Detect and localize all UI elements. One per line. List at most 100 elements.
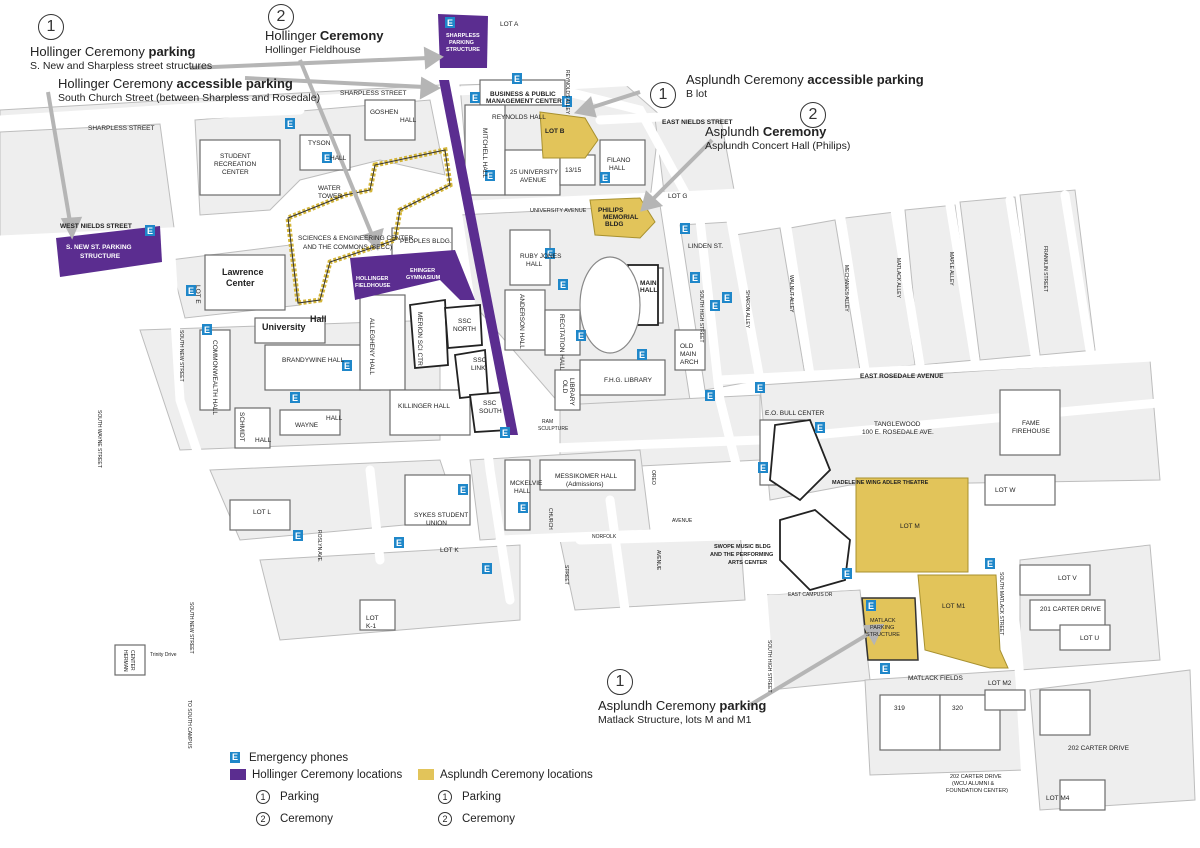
- emergency-phone-icon: E: [186, 285, 196, 296]
- label-herman: CENTER: [129, 650, 135, 671]
- label-tyson-hall: HALL: [330, 155, 347, 162]
- label-matlack-structure: PARKING: [870, 625, 894, 631]
- emergency-phone-icon: E: [230, 752, 240, 764]
- legend-hollinger-parking: 1 Parking: [256, 790, 319, 804]
- asplundh-ceremony-number-2: 2: [800, 102, 826, 128]
- svg-text:E: E: [396, 538, 402, 548]
- lot-b[interactable]: [539, 111, 599, 159]
- label-brandywine: BRANDYWINE HALL: [282, 357, 345, 364]
- label-lot-k1: K-1: [366, 623, 377, 630]
- hollinger-swatch: [230, 769, 246, 781]
- label-fhg: F.H.G. LIBRARY: [604, 377, 653, 384]
- emergency-phone-icon: E: [293, 530, 303, 541]
- label-street-walnut: STREET: [563, 565, 569, 585]
- number-circle-icon: 1: [256, 790, 270, 804]
- label-ssc-north: NORTH: [453, 326, 476, 333]
- callout-title-bold: accessible parking: [176, 76, 293, 91]
- label-mckelvie: MCKELVIE: [510, 480, 543, 487]
- matlack-parking-structure[interactable]: [861, 597, 919, 661]
- lot-m[interactable]: [855, 477, 969, 573]
- legend-label: Parking: [280, 791, 319, 804]
- label-peoples: PEOPLES BLDG.: [400, 238, 452, 245]
- buildings: [114, 79, 1111, 811]
- emergency-phone-icon: E: [518, 502, 528, 513]
- emergency-phones: E E E E E E E E E E E E E E E E E E E E …: [145, 17, 995, 674]
- church-street-accessible-route: [439, 80, 518, 435]
- label-filano: FILANO: [607, 157, 630, 164]
- label-business-center: MANAGEMENT CENTER: [486, 98, 562, 105]
- svg-text:E: E: [724, 293, 730, 303]
- legend-hollinger: Hollinger Ceremony locations: [230, 769, 402, 781]
- label-swope: SWOPE MUSIC BLDG: [714, 544, 771, 550]
- map-labels: LOT A SHARPLESS PARKING STRUCTURE SHARPL…: [60, 21, 1130, 802]
- callout-subtitle: Hollinger Fieldhouse: [265, 44, 361, 56]
- svg-text:E: E: [564, 97, 570, 107]
- label-old-main-arch: OLD: [680, 343, 694, 350]
- s-new-st-parking-structure[interactable]: [56, 226, 162, 277]
- philips-memorial-bldg[interactable]: [589, 197, 656, 239]
- svg-text:E: E: [760, 463, 766, 473]
- label-lot-e: LOT E: [194, 285, 201, 304]
- label-allegheny: ALLEGHENY HALL: [368, 318, 375, 375]
- label-avenue-oreo: AVENUE: [672, 518, 693, 524]
- label-schmidt: SCHMIDT: [238, 412, 245, 442]
- hollinger-accessible-callout: Hollinger Ceremony accessible parking So…: [58, 76, 320, 105]
- label-messikomer: (Admissions): [566, 481, 604, 488]
- asplundh-accessible-callout: Asplundh Ceremony accessible parking B l…: [686, 72, 924, 101]
- svg-text:E: E: [472, 93, 478, 103]
- label-goshen-hall: HALL: [400, 117, 417, 124]
- label-lot-m: LOT M: [900, 523, 920, 530]
- label-ssc-north: SSC: [458, 318, 472, 325]
- label-ehinger: EHINGER: [410, 268, 435, 274]
- svg-text:E: E: [692, 273, 698, 283]
- label-student-recreation: RECREATION: [214, 161, 256, 168]
- emergency-phone-icon: E: [558, 279, 568, 290]
- callout-arrows: [46, 46, 885, 707]
- emergency-phone-icon: E: [880, 663, 890, 674]
- label-fame: FIREHOUSE: [1012, 428, 1051, 435]
- label-south-new-s: SOUTH NEW STREET: [188, 602, 194, 654]
- hollinger-parking-callout: Hollinger Ceremony parking S. New and Sh…: [30, 44, 212, 73]
- emergency-phone-icon: E: [866, 600, 876, 611]
- label-lot-v: LOT V: [1058, 575, 1077, 582]
- emergency-phone-icon: E: [394, 537, 404, 548]
- hollinger-parking-number-1: 1: [38, 14, 64, 40]
- svg-text:E: E: [514, 74, 520, 84]
- label-carter-202: 202 CARTER DRIVE: [1068, 745, 1130, 752]
- label-lot-k: LOT K: [440, 547, 459, 554]
- label-student-recreation: STUDENT: [220, 153, 251, 160]
- hollinger-fieldhouse[interactable]: [350, 250, 475, 300]
- label-tanglewood: TANGLEWOOD: [874, 421, 921, 428]
- label-maple-alley: MAPLE ALLEY: [948, 252, 954, 286]
- svg-text:E: E: [547, 249, 553, 259]
- label-roslyn: ROSLYN AVE.: [316, 530, 322, 562]
- label-ruby-jones: RUBY JONES: [520, 253, 562, 260]
- label-philips: PHILIPS: [598, 207, 624, 214]
- label-reynolds-hall: REYNOLDS HALL: [492, 114, 546, 121]
- svg-text:E: E: [344, 361, 350, 371]
- label-mitchell: MITCHELL HALL: [481, 128, 488, 178]
- label-tanglewood: 100 E. ROSEDALE AVE.: [862, 429, 934, 436]
- callout-title-bold: parking: [719, 698, 767, 713]
- emergency-phone-icon: E: [482, 563, 492, 574]
- callout-subtitle: B lot: [686, 88, 708, 100]
- label-goshen: GOSHEN: [370, 109, 398, 116]
- label-water-tower: TOWER: [318, 193, 342, 200]
- callout-title: Hollinger: [265, 28, 320, 43]
- svg-text:E: E: [712, 301, 718, 311]
- asplundh-parking-callout: Asplundh Ceremony parking Matlack Struct…: [598, 698, 766, 727]
- svg-text:E: E: [602, 173, 608, 183]
- label-east-campus: EAST CAMPUS DR: [788, 592, 833, 598]
- emergency-phone-icon: E: [576, 330, 586, 341]
- label-linden: LINDEN ST.: [688, 243, 723, 250]
- asplundh-accessible-number-1: 1: [650, 82, 676, 108]
- label-anderson: ANDERSON HALL: [518, 294, 525, 349]
- lot-m1[interactable]: [917, 574, 1009, 669]
- callout-subtitle: Matlack Structure, lots M and M1: [598, 714, 752, 726]
- running-track: [579, 256, 641, 354]
- label-messikomer: MESSIKOMER HALL: [555, 473, 618, 480]
- label-norfolk: NORFOLK: [592, 534, 617, 540]
- callout-title-bold: Ceremony: [762, 124, 827, 139]
